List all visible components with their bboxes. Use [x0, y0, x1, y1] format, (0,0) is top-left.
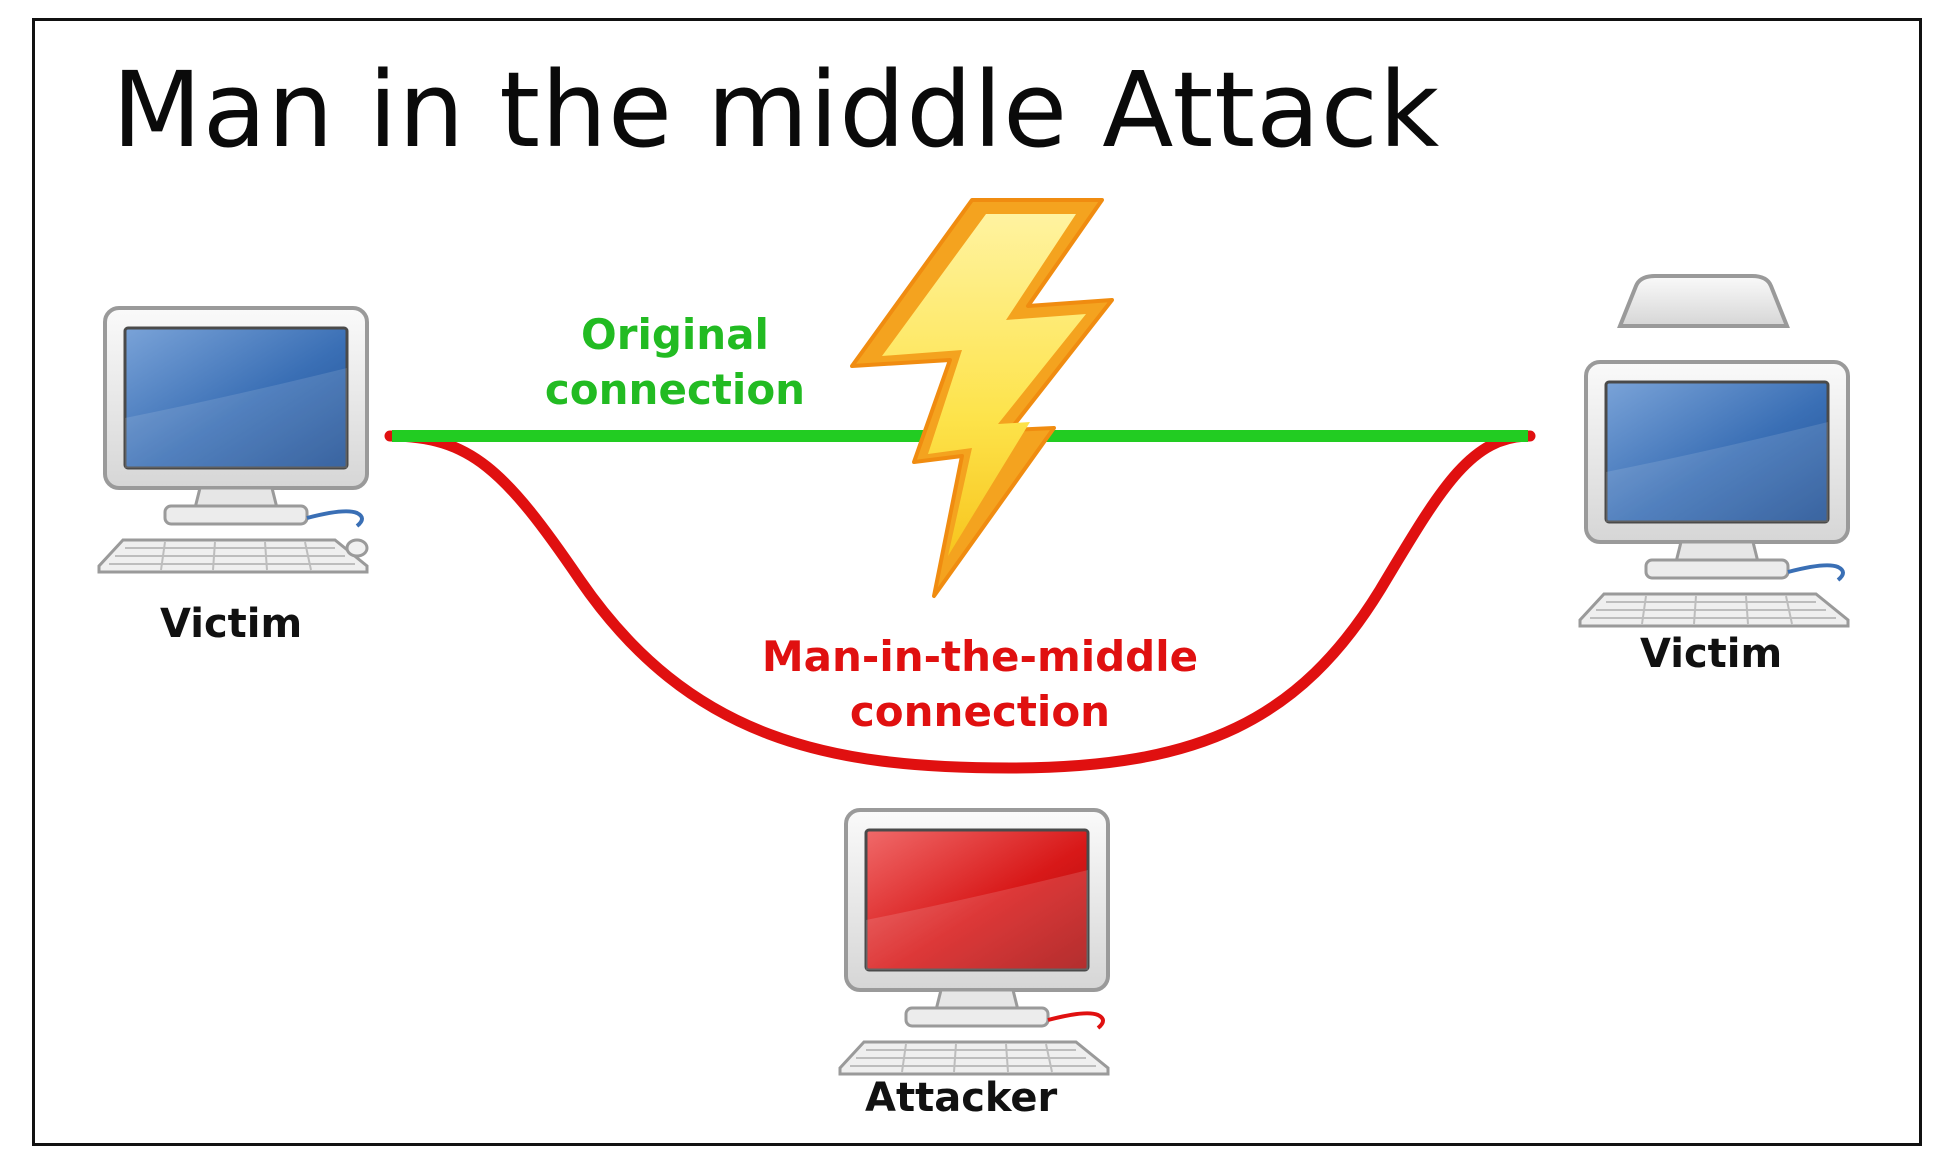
- victim-left-computer-icon: [97, 306, 369, 574]
- mitm-connection-line: [384, 430, 1536, 774]
- mitm-connection-label-line2: connection: [849, 686, 1111, 736]
- original-connection-label-line1: Original: [581, 310, 769, 359]
- victim-left-label: Victim: [160, 601, 303, 647]
- attacker-label: Attacker: [865, 1075, 1058, 1121]
- diagram-title: Man in the middle Attack: [112, 49, 1441, 171]
- attacker-computer-icon: [838, 808, 1110, 1076]
- lightning-bolt-icon: [850, 198, 1114, 598]
- victim-right-computer-icon: [1578, 360, 1850, 628]
- victim-right-label: Victim: [1640, 631, 1783, 677]
- mitm-connection-label-line1: Man-in-the-middle: [761, 632, 1199, 681]
- original-connection-label: Original connection: [530, 308, 820, 417]
- original-connection-label-line2: connection: [544, 364, 806, 414]
- mitm-connection-label: Man-in-the-middle connection: [740, 630, 1220, 739]
- server-top-icon: [1617, 274, 1790, 328]
